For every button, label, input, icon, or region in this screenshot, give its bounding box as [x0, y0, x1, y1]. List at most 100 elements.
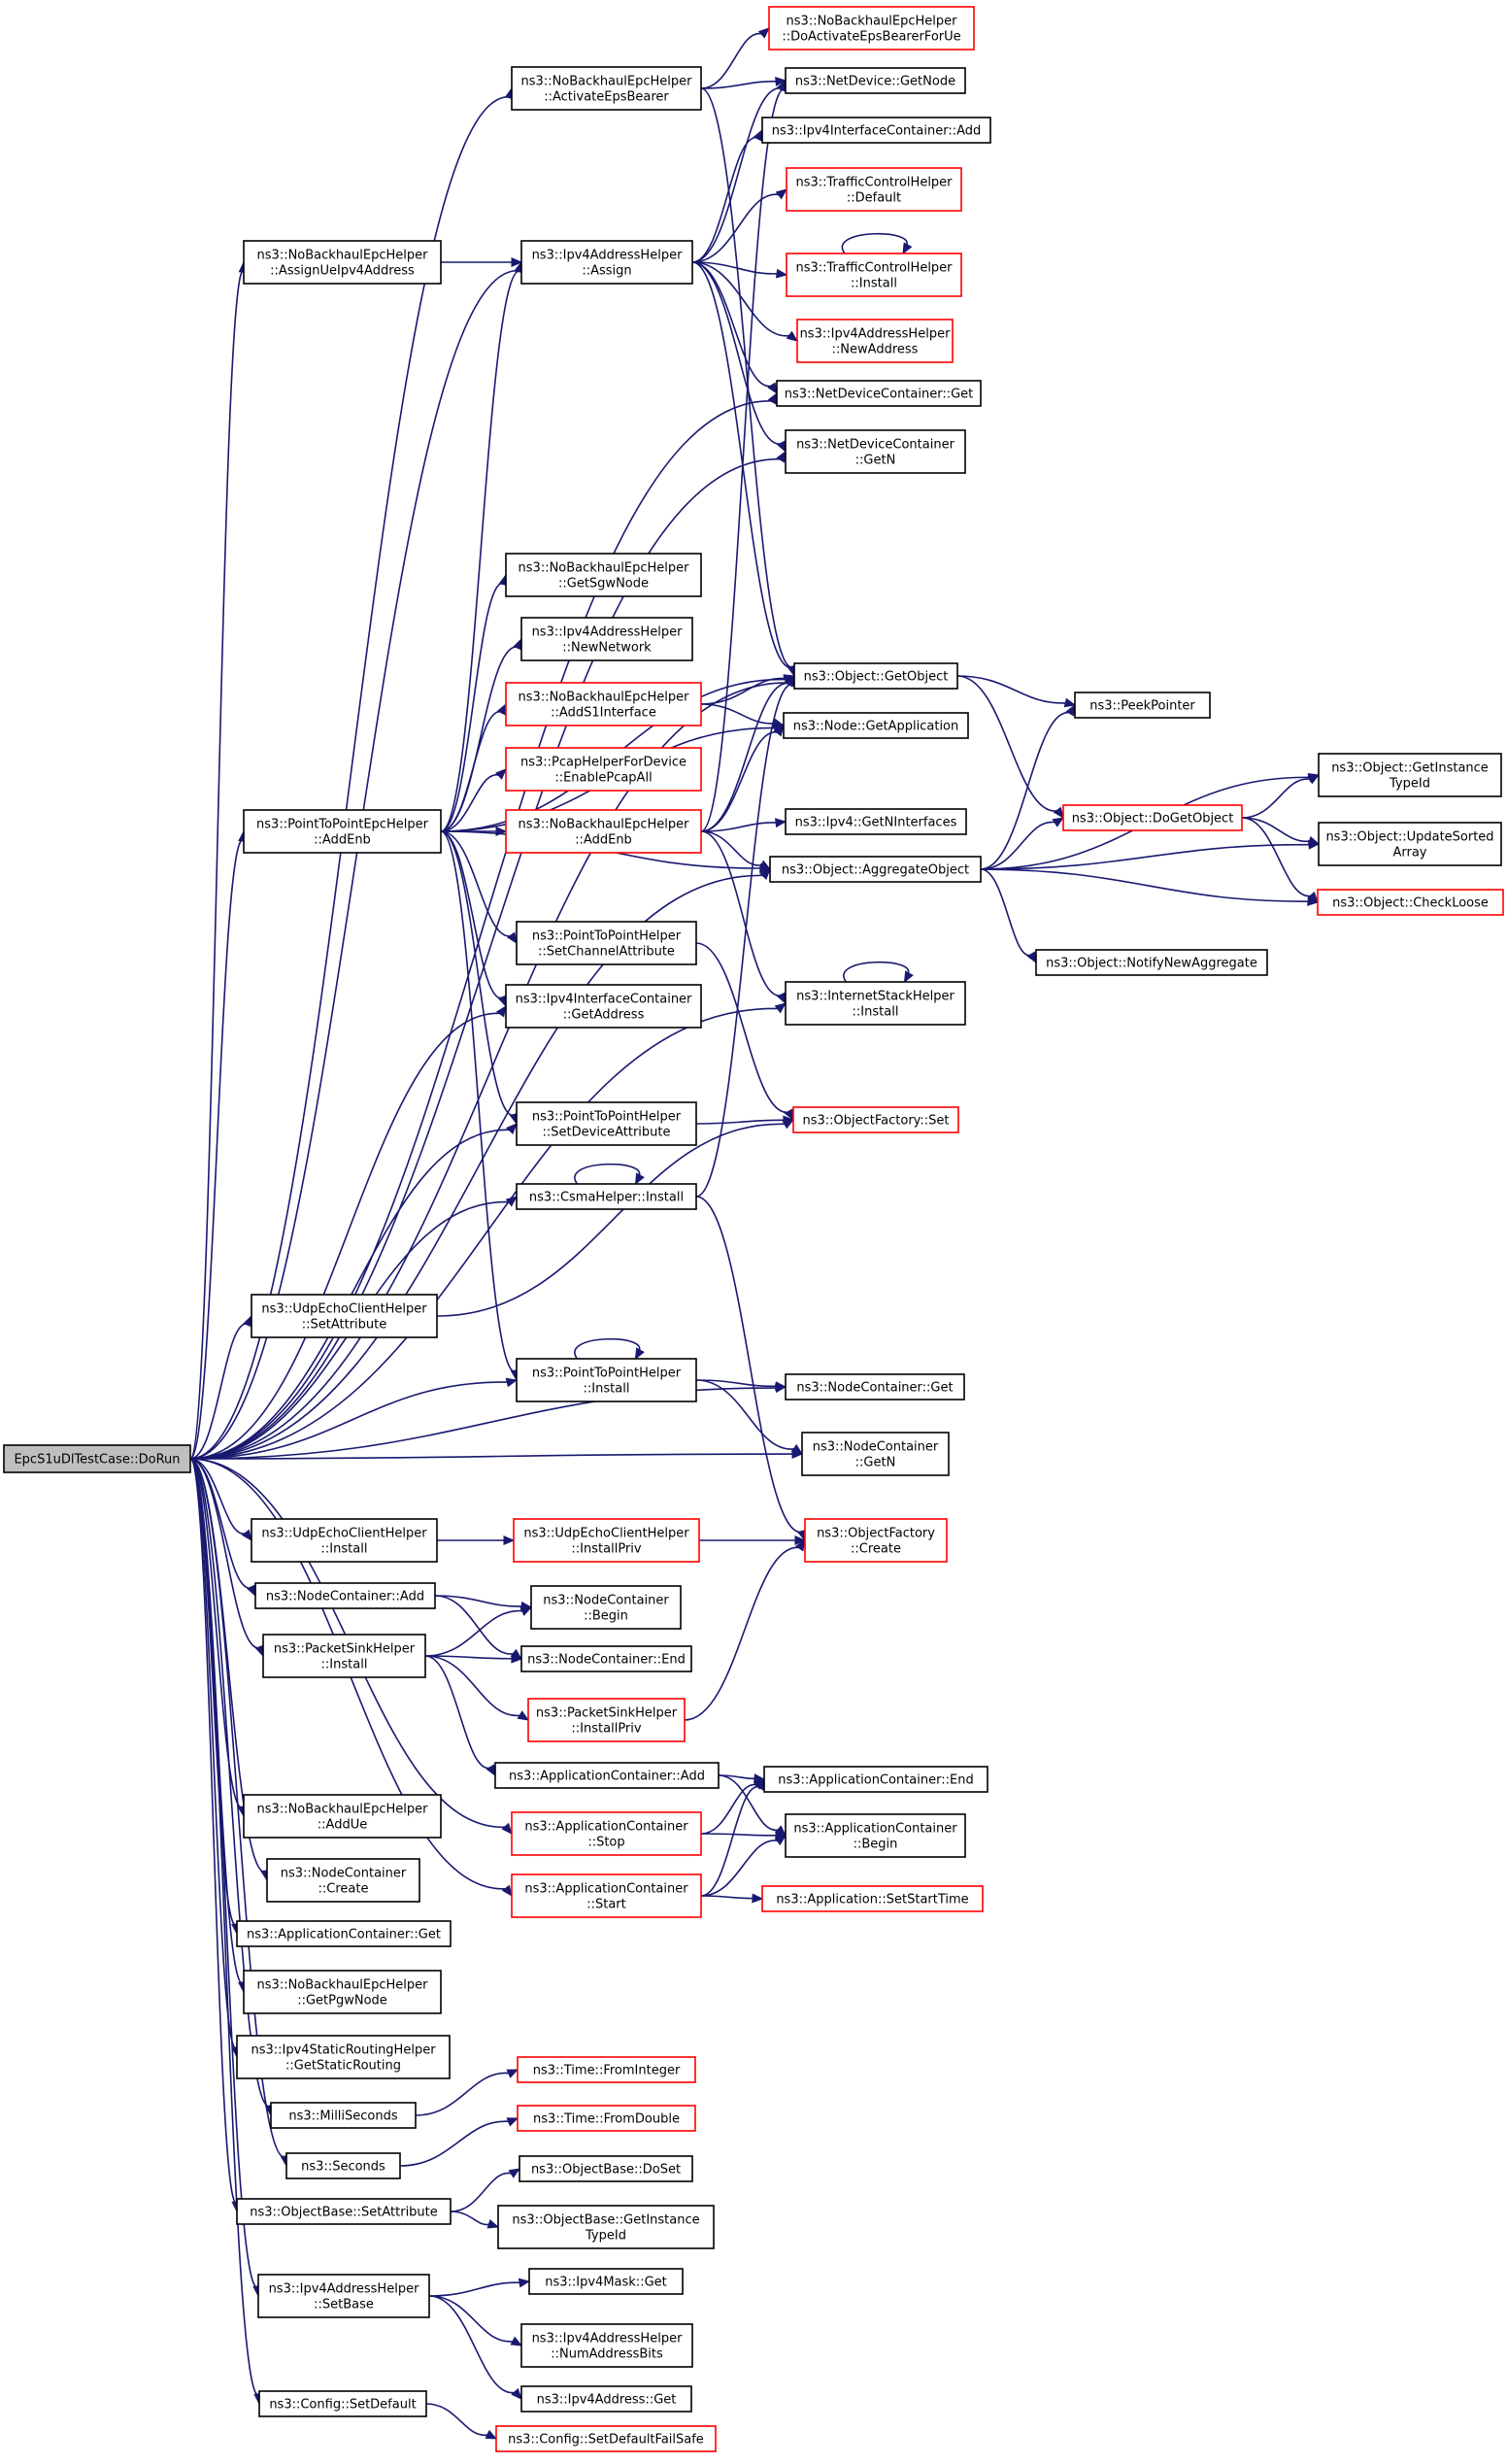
- node-ndcgetn[interactable]: ns3::NetDeviceContainer::GetN: [785, 429, 966, 474]
- node-adds1[interactable]: ns3::NoBackhaulEpcHelper::AddS1Interface: [505, 682, 702, 726]
- node-assignue[interactable]: ns3::NoBackhaulEpcHelper::AssignUeIpv4Ad…: [243, 240, 442, 285]
- node-box[interactable]: [785, 981, 966, 1026]
- node-nccreate[interactable]: ns3::NodeContainer::Create: [266, 1858, 420, 1903]
- node-doactivate[interactable]: ns3::NoBackhaulEpcHelper::DoActivateEpsB…: [768, 6, 975, 51]
- node-obsetattr[interactable]: ns3::ObjectBase::SetAttribute: [236, 2198, 452, 2225]
- node-ipv4ifcadd[interactable]: ns3::Ipv4InterfaceContainer::Add: [761, 117, 991, 144]
- node-box[interactable]: [517, 2105, 696, 2132]
- node-p2pepcaddenb[interactable]: ns3::PointToPointEpcHelper::AddEnb: [243, 809, 442, 854]
- node-box[interactable]: [505, 809, 702, 854]
- node-box[interactable]: [786, 167, 962, 212]
- node-box[interactable]: [495, 2425, 717, 2452]
- node-ncend[interactable]: ns3::NodeContainer::End: [520, 1645, 692, 1672]
- node-box[interactable]: [236, 2198, 452, 2225]
- node-psinstallpriv[interactable]: ns3::PacketSinkHelper::InstallPriv: [527, 1698, 686, 1742]
- node-box[interactable]: [236, 2035, 451, 2079]
- node-configsetdefault[interactable]: ns3::Config::SetDefault: [258, 2390, 427, 2417]
- node-ncgetn[interactable]: ns3::NodeContainer::GetN: [801, 1432, 950, 1476]
- node-box[interactable]: [792, 1106, 959, 1133]
- node-box[interactable]: [763, 1766, 988, 1793]
- node-addue[interactable]: ns3::NoBackhaulEpcHelper::AddUe: [243, 1794, 442, 1839]
- node-acget[interactable]: ns3::ApplicationContainer::Get: [236, 1920, 452, 1947]
- node-getstaticrouting[interactable]: ns3::Ipv4StaticRoutingHelper::GetStaticR…: [236, 2035, 451, 2079]
- node-ofcreate[interactable]: ns3::ObjectFactory::Create: [804, 1518, 948, 1563]
- node-box[interactable]: [527, 1698, 686, 1742]
- node-setstarttime[interactable]: ns3::Application::SetStartTime: [761, 1885, 984, 1912]
- node-box[interactable]: [251, 1518, 438, 1563]
- node-p2pinstall[interactable]: ns3::PointToPointHelper::Install: [516, 1358, 697, 1402]
- node-getobject[interactable]: ns3::Object::GetObject: [793, 662, 958, 690]
- node-box[interactable]: [511, 1811, 702, 1856]
- node-ncbegin[interactable]: ns3::NodeContainer::Begin: [530, 1585, 682, 1630]
- node-box[interactable]: [497, 2205, 715, 2249]
- node-acbegin[interactable]: ns3::ApplicationContainer::Begin: [785, 1813, 966, 1858]
- node-box[interactable]: [511, 66, 702, 111]
- node-csmainstall[interactable]: ns3::CsmaHelper::Install: [516, 1183, 697, 1210]
- node-box[interactable]: [786, 253, 962, 297]
- node-aggregate[interactable]: ns3::Object::AggregateObject: [769, 856, 982, 883]
- node-getnode[interactable]: ns3::NetDevice::GetNode: [785, 67, 966, 94]
- node-box[interactable]: [1035, 949, 1268, 976]
- node-psinstall[interactable]: ns3::PacketSinkHelper::Install: [262, 1634, 426, 1678]
- node-p2psetchannel[interactable]: ns3::PointToPointHelper::SetChannelAttri…: [516, 921, 697, 965]
- node-dogetobject[interactable]: ns3::Object::DoGetObject: [1062, 804, 1243, 831]
- node-box[interactable]: [785, 1373, 965, 1401]
- node-box[interactable]: [258, 2390, 427, 2417]
- node-pcap[interactable]: ns3::PcapHelperForDevice::EnablePcapAll: [505, 747, 702, 792]
- node-box[interactable]: [1318, 822, 1502, 866]
- node-acstart[interactable]: ns3::ApplicationContainer::Start: [511, 1873, 702, 1918]
- node-box[interactable]: [1317, 889, 1504, 916]
- node-udpinstall[interactable]: ns3::UdpEchoClientHelper::Install: [251, 1518, 438, 1563]
- node-box[interactable]: [516, 1183, 697, 1210]
- node-box[interactable]: [761, 1885, 984, 1912]
- node-tcinstall[interactable]: ns3::TrafficControlHelper::Install: [786, 253, 962, 297]
- node-fromint[interactable]: ns3::Time::FromInteger: [517, 2056, 696, 2083]
- node-box[interactable]: [1074, 692, 1211, 719]
- node-box[interactable]: [243, 809, 442, 854]
- node-internetinstall[interactable]: ns3::InternetStackHelper::Install: [785, 981, 966, 1026]
- node-fromdouble[interactable]: ns3::Time::FromDouble: [517, 2105, 696, 2132]
- node-box[interactable]: [793, 662, 958, 690]
- node-box[interactable]: [520, 240, 693, 285]
- node-box[interactable]: [804, 1518, 948, 1563]
- node-newaddress[interactable]: ns3::Ipv4AddressHelper::NewAddress: [796, 319, 954, 363]
- node-box[interactable]: [520, 2323, 693, 2368]
- node-box[interactable]: [505, 553, 702, 597]
- node-box[interactable]: [257, 2274, 430, 2318]
- node-box[interactable]: [266, 1858, 420, 1903]
- node-box[interactable]: [243, 240, 442, 285]
- node-millis[interactable]: ns3::MilliSeconds: [270, 2102, 417, 2129]
- node-box[interactable]: [520, 1645, 692, 1672]
- node-ndcget[interactable]: ns3::NetDeviceContainer::Get: [776, 380, 982, 407]
- node-box[interactable]: [520, 2385, 692, 2413]
- node-box[interactable]: [513, 1518, 700, 1563]
- node-box[interactable]: [505, 682, 702, 726]
- node-box[interactable]: [251, 1294, 438, 1338]
- node-box[interactable]: [243, 1970, 442, 2014]
- node-box[interactable]: [761, 117, 991, 144]
- node-maskget[interactable]: ns3::Ipv4Mask::Get: [528, 2268, 684, 2295]
- node-box[interactable]: [505, 984, 702, 1029]
- node-setdefaultfailsafe[interactable]: ns3::Config::SetDefaultFailSafe: [495, 2425, 717, 2452]
- node-box[interactable]: [785, 1813, 966, 1858]
- node-acadd[interactable]: ns3::ApplicationContainer::Add: [494, 1762, 720, 1789]
- node-box[interactable]: [505, 747, 702, 792]
- node-box[interactable]: [262, 1634, 426, 1678]
- node-box[interactable]: [236, 1920, 452, 1947]
- node-udpinstallpriv[interactable]: ns3::UdpEchoClientHelper::InstallPriv: [513, 1518, 700, 1563]
- node-newnetwork[interactable]: ns3::Ipv4AddressHelper::NewNetwork: [520, 617, 693, 661]
- node-box[interactable]: [1318, 753, 1502, 797]
- node-getninterfaces[interactable]: ns3::Ipv4::GetNInterfaces: [785, 808, 967, 835]
- node-box[interactable]: [785, 808, 967, 835]
- node-box[interactable]: [516, 921, 697, 965]
- node-ofset[interactable]: ns3::ObjectFactory::Set: [792, 1106, 959, 1133]
- node-box[interactable]: [776, 380, 982, 407]
- node-getsgw[interactable]: ns3::NoBackhaulEpcHelper::GetSgwNode: [505, 553, 702, 597]
- node-getapplication[interactable]: ns3::Node::GetApplication: [783, 712, 969, 739]
- node-seconds[interactable]: ns3::Seconds: [285, 2152, 401, 2179]
- node-tcdefault[interactable]: ns3::TrafficControlHelper::Default: [786, 167, 962, 212]
- node-addrget[interactable]: ns3::Ipv4Address::Get: [520, 2385, 692, 2413]
